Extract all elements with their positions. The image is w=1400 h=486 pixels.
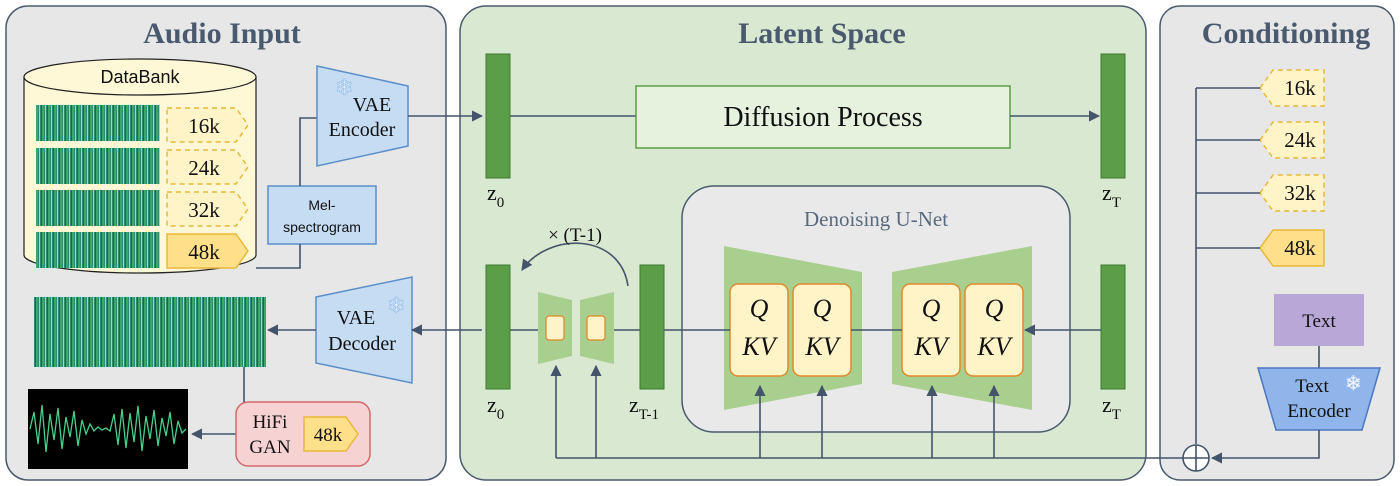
cond-tag-16k: 16k bbox=[1259, 69, 1325, 107]
svg-text:32k: 32k bbox=[188, 198, 220, 222]
svg-text:GAN: GAN bbox=[249, 437, 290, 458]
audio-input-title: Audio Input bbox=[143, 17, 301, 50]
spectrogram-24k bbox=[36, 148, 160, 184]
databank-to-mel-line bbox=[256, 244, 301, 269]
svg-text:Encoder: Encoder bbox=[329, 119, 396, 141]
svg-text:KV: KV bbox=[976, 332, 1013, 361]
mini-unet bbox=[538, 292, 614, 364]
svg-text:Decoder: Decoder bbox=[328, 333, 396, 355]
output-spectrogram bbox=[34, 297, 266, 367]
svg-text:Denoising U-Net: Denoising U-Net bbox=[804, 207, 948, 231]
svg-text:24k: 24k bbox=[188, 156, 220, 180]
svg-text:48k: 48k bbox=[1284, 236, 1316, 260]
hifigan-rate-tag bbox=[303, 416, 359, 452]
cond-tag-24k: 24k bbox=[1259, 121, 1325, 159]
vae-decoder: ❄ VAE Decoder bbox=[315, 276, 413, 384]
svg-text:48k: 48k bbox=[188, 240, 220, 264]
svg-text:Mel-: Mel- bbox=[308, 197, 336, 213]
cond-tag-48k: 48k bbox=[1259, 229, 1325, 267]
mel-to-encoder-line bbox=[299, 117, 318, 186]
spectrogram-16k bbox=[36, 105, 160, 141]
databank-tag-32k: 32k bbox=[166, 191, 249, 227]
repeat-loop-arrow bbox=[521, 242, 629, 287]
vae-encoder: ❄ VAE Encoder bbox=[316, 65, 409, 167]
latent-zT-1 bbox=[639, 264, 665, 390]
svg-text:Encoder: Encoder bbox=[1287, 401, 1351, 422]
repeat-label: × (T-1) bbox=[548, 225, 602, 246]
output-waveform bbox=[28, 389, 188, 469]
svg-text:spectrogram: spectrogram bbox=[283, 219, 361, 235]
frozen-snowflake-icon: ❄ bbox=[1345, 373, 1362, 395]
diffusion-process-box: Diffusion Process bbox=[635, 85, 1011, 149]
spectrogram-48k bbox=[36, 232, 160, 268]
svg-text:KV: KV bbox=[913, 332, 950, 361]
attention-block-4: Q KV bbox=[964, 283, 1024, 377]
sum-node-icon bbox=[1182, 444, 1210, 472]
svg-text:16k: 16k bbox=[1284, 76, 1316, 100]
svg-text:48k: 48k bbox=[314, 425, 343, 446]
svg-text:KV: KV bbox=[741, 332, 778, 361]
svg-text:Q: Q bbox=[985, 294, 1004, 323]
attention-block-1: Q KV bbox=[729, 283, 789, 377]
attention-block-2: Q KV bbox=[792, 283, 852, 377]
latent-z0-top bbox=[485, 53, 511, 179]
spectrogram-32k bbox=[36, 190, 160, 226]
latent-space-title: Latent Space bbox=[738, 17, 906, 50]
hifigan-box: HiFi GAN 48k bbox=[235, 401, 371, 467]
databank-title: DataBank bbox=[100, 67, 180, 87]
databank-tag-16k: 16k bbox=[166, 107, 249, 143]
svg-text:VAE: VAE bbox=[353, 94, 392, 116]
text-encoder: ❄ Text Encoder bbox=[1257, 367, 1381, 431]
svg-text:VAE: VAE bbox=[337, 307, 376, 329]
attention-block-3: Q KV bbox=[901, 283, 961, 377]
svg-text:Q: Q bbox=[922, 294, 941, 323]
svg-text:Diffusion Process: Diffusion Process bbox=[723, 102, 922, 133]
mel-spectrogram-box: Mel- spectrogram bbox=[267, 185, 377, 245]
databank-tag-48k: 48k bbox=[166, 233, 249, 269]
databank-tag-24k: 24k bbox=[166, 149, 249, 185]
latent-zT-top bbox=[1100, 53, 1126, 179]
svg-text:KV: KV bbox=[804, 332, 841, 361]
svg-text:Q: Q bbox=[813, 294, 832, 323]
frozen-snowflake-icon: ❄ bbox=[335, 75, 353, 100]
svg-text:HiFi: HiFi bbox=[253, 412, 288, 433]
svg-text:16k: 16k bbox=[188, 114, 220, 138]
conditioning-title: Conditioning bbox=[1202, 17, 1370, 50]
encoder-to-sum-arrow bbox=[1210, 430, 1320, 464]
latent-zT-bottom bbox=[1100, 264, 1126, 390]
svg-text:24k: 24k bbox=[1284, 128, 1316, 152]
frozen-snowflake-icon: ❄ bbox=[387, 293, 405, 318]
databank-cylinder: DataBank 16k 24k 32k 48k bbox=[23, 58, 257, 274]
svg-text:32k: 32k bbox=[1284, 181, 1316, 205]
cond-tag-32k: 32k bbox=[1259, 174, 1325, 212]
svg-text:Text: Text bbox=[1302, 311, 1336, 332]
text-input-box: Text bbox=[1274, 294, 1364, 346]
latent-z0-bottom bbox=[485, 264, 511, 390]
svg-text:Text: Text bbox=[1295, 376, 1329, 397]
svg-text:Q: Q bbox=[750, 294, 769, 323]
